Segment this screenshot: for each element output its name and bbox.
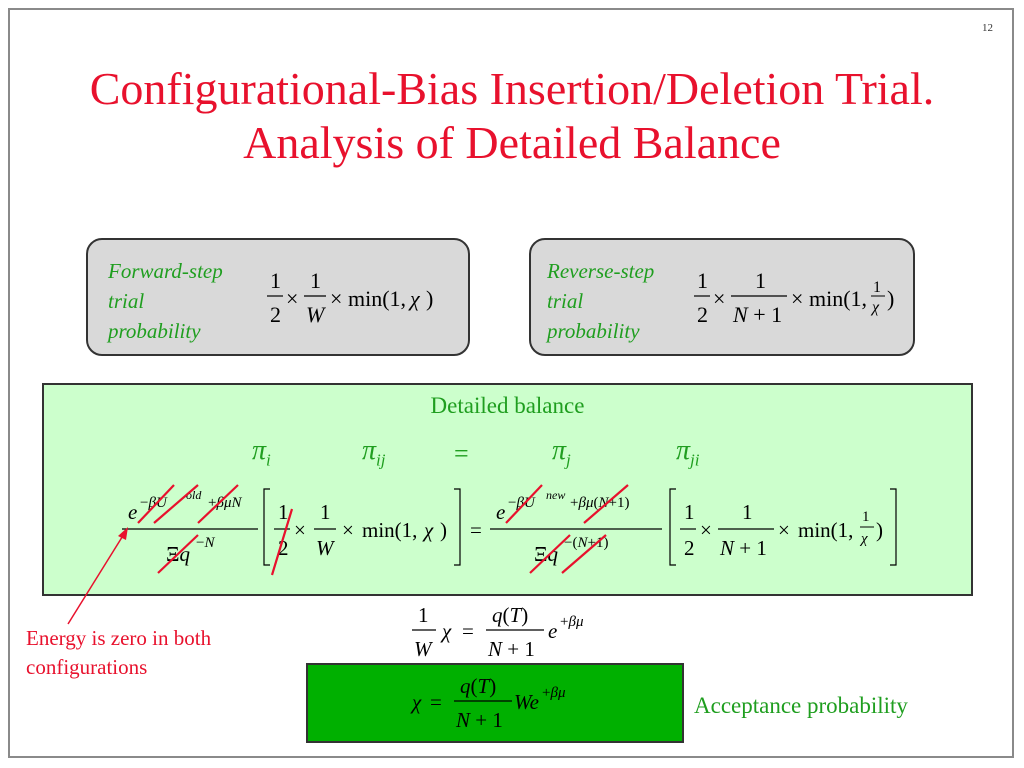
page-number: 12 bbox=[982, 22, 993, 34]
reverse-step-box: Reverse-step trial probability 1 2 × 1 N … bbox=[529, 238, 915, 356]
svg-text:×: × bbox=[294, 518, 306, 542]
svg-text:1: 1 bbox=[873, 279, 881, 296]
svg-text:+βμ: +βμ bbox=[542, 685, 566, 701]
pi-i: πi bbox=[252, 435, 271, 470]
acceptance-box: χ = q(T) N + 1 We +βμ bbox=[306, 663, 684, 743]
svg-text:+βμ(N+1): +βμ(N+1) bbox=[570, 495, 629, 511]
svg-text:2: 2 bbox=[270, 302, 281, 327]
svg-text:2: 2 bbox=[697, 302, 708, 327]
svg-text:1: 1 bbox=[418, 603, 429, 627]
svg-text:Ξq: Ξq bbox=[166, 542, 191, 566]
forward-step-label: Forward-step trial probability bbox=[108, 256, 223, 346]
svg-text:1: 1 bbox=[742, 500, 753, 524]
svg-text:2: 2 bbox=[684, 536, 695, 560]
pi-ij: πij bbox=[362, 435, 386, 470]
acceptance-formula: χ = q(T) N + 1 We +βμ bbox=[410, 674, 566, 732]
svg-text:): ) bbox=[876, 518, 883, 542]
reverse-label-line-3: probability bbox=[547, 319, 640, 343]
svg-text:×: × bbox=[286, 286, 298, 311]
svg-text:χ: χ bbox=[408, 286, 421, 311]
energy-annotation: Energy is zero in both configurations bbox=[26, 624, 211, 682]
svg-text:1: 1 bbox=[697, 268, 708, 293]
svg-text:1: 1 bbox=[320, 500, 331, 524]
svg-text:χ: χ bbox=[859, 531, 868, 547]
svg-text:min(1,: min(1, bbox=[798, 518, 853, 542]
chi-relation: 1W χ = q(T) N + 1 e +βμ bbox=[412, 603, 584, 661]
svg-text:1: 1 bbox=[755, 268, 766, 293]
svg-text:): ) bbox=[887, 286, 894, 311]
svg-text:χ: χ bbox=[870, 299, 880, 316]
title-line-1: Configurational-Bias Insertion/Deletion … bbox=[89, 63, 935, 114]
acceptance-label: Acceptance probability bbox=[694, 693, 908, 718]
svg-text:min(1,: min(1, bbox=[348, 286, 406, 311]
reverse-label-line-1: Reverse-step bbox=[547, 259, 655, 283]
annotation-line-2: configurations bbox=[26, 655, 148, 679]
svg-text:min(1,: min(1, bbox=[362, 518, 417, 542]
annotation-line-1: Energy is zero in both bbox=[26, 626, 212, 650]
equals-sign: = bbox=[454, 439, 469, 468]
svg-text:W: W bbox=[316, 536, 336, 560]
svg-text:W: W bbox=[414, 637, 434, 661]
svg-text:q(T): q(T) bbox=[460, 674, 496, 698]
svg-text:+βμ: +βμ bbox=[560, 614, 584, 630]
svg-text:×: × bbox=[330, 286, 342, 311]
svg-text:N + 1: N + 1 bbox=[487, 637, 535, 661]
title-line-2: Analysis of Detailed Balance bbox=[243, 117, 781, 168]
svg-text:1: 1 bbox=[684, 500, 695, 524]
svg-text:e: e bbox=[548, 619, 557, 643]
svg-text:χ: χ bbox=[440, 619, 452, 643]
svg-text:N + 1: N + 1 bbox=[732, 302, 782, 327]
svg-text:−N: −N bbox=[196, 535, 215, 551]
pi-ji: πji bbox=[676, 435, 700, 470]
svg-text:=: = bbox=[462, 619, 474, 643]
slide-title: Configurational-Bias Insertion/Deletion … bbox=[0, 62, 1024, 170]
forward-label-line-2: trial bbox=[108, 289, 145, 313]
reverse-formula: 1 2 × 1 N + 1 × min(1, 1 χ ) bbox=[694, 268, 894, 327]
svg-text:1: 1 bbox=[862, 509, 870, 525]
detailed-balance-title: Detailed balance bbox=[430, 393, 585, 418]
svg-text:N + 1: N + 1 bbox=[719, 536, 767, 560]
svg-text:×: × bbox=[713, 286, 725, 311]
svg-text:): ) bbox=[426, 286, 433, 311]
forward-label-line-3: probability bbox=[108, 319, 201, 343]
svg-text:×: × bbox=[791, 286, 803, 311]
svg-text:×: × bbox=[700, 518, 712, 542]
svg-text:N + 1: N + 1 bbox=[455, 708, 503, 732]
svg-text:q(T): q(T) bbox=[492, 603, 528, 627]
svg-text:=: = bbox=[470, 518, 482, 542]
svg-text:e: e bbox=[128, 500, 137, 524]
svg-text:1: 1 bbox=[270, 268, 281, 293]
reverse-label-line-2: trial bbox=[547, 289, 584, 313]
svg-text:min(1,: min(1, bbox=[809, 286, 867, 311]
svg-text:=: = bbox=[430, 690, 442, 714]
svg-text:e: e bbox=[496, 500, 505, 524]
strike-lines bbox=[137, 484, 629, 576]
svg-text:): ) bbox=[440, 518, 447, 542]
pi-j: πj bbox=[552, 435, 571, 470]
svg-text:We: We bbox=[514, 690, 539, 714]
forward-formula: 12 × 1W × min(1, χ ) bbox=[267, 268, 433, 327]
detailed-balance-equation: e −βU old +βμN Ξq −N 12 × 1W × min(1, χ … bbox=[122, 484, 897, 576]
svg-text:×: × bbox=[342, 518, 354, 542]
slide-frame bbox=[8, 8, 1014, 758]
svg-text:new: new bbox=[546, 488, 565, 502]
svg-text:1: 1 bbox=[310, 268, 321, 293]
detailed-balance-box: Detailed balance πi πij = πj πji e −βU o… bbox=[42, 383, 973, 596]
svg-text:W: W bbox=[306, 302, 326, 327]
svg-text:χ: χ bbox=[410, 690, 422, 714]
svg-text:1: 1 bbox=[278, 500, 289, 524]
svg-text:×: × bbox=[778, 518, 790, 542]
svg-text:χ: χ bbox=[422, 518, 434, 542]
forward-label-line-1: Forward-step bbox=[108, 259, 223, 283]
svg-text:2: 2 bbox=[278, 536, 289, 560]
reverse-step-label: Reverse-step trial probability bbox=[547, 256, 654, 346]
